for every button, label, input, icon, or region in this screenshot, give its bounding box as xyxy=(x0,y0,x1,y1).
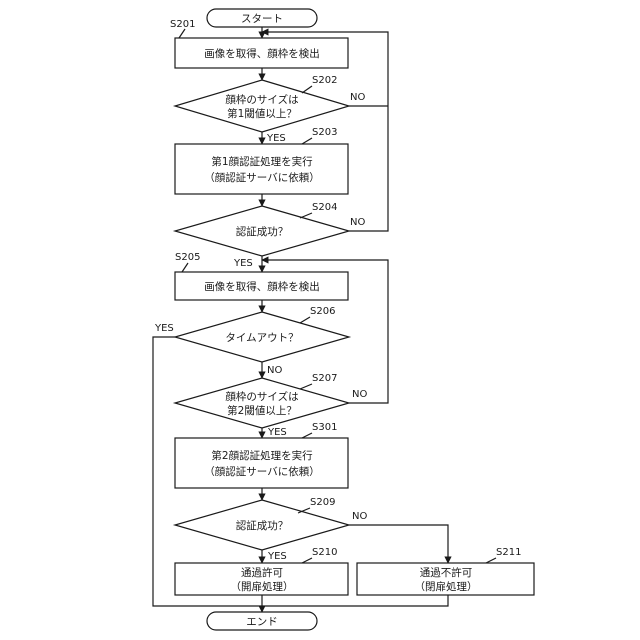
decision-s204-text: 認証成功？ xyxy=(236,225,289,238)
step-s203: 第1顔認証処理を実行 （顔認証サーバに依頼） xyxy=(175,144,348,194)
leader-s204 xyxy=(300,213,312,218)
step-id-s203: S203 xyxy=(312,127,337,138)
leader-s301 xyxy=(302,433,312,438)
step-id-s209: S209 xyxy=(310,497,335,508)
decision-s204: 認証成功？ xyxy=(175,206,349,256)
leader-s203 xyxy=(302,138,312,144)
decision-s202-line2: 第1閾値以上？ xyxy=(227,107,297,120)
step-s205: 画像を取得、顔枠を検出 xyxy=(175,272,348,300)
step-id-s207: S207 xyxy=(312,373,337,384)
step-id-s204: S204 xyxy=(312,202,337,213)
step-s211-line2: （閉扉処理） xyxy=(415,580,478,593)
start-terminal: スタート xyxy=(207,9,317,27)
decision-s202: 顔枠のサイズは 第1閾値以上？ xyxy=(175,80,349,132)
branch-s202-yes: YES xyxy=(266,133,286,144)
branch-s206-yes: YES xyxy=(154,323,174,334)
step-s203-line1: 第1顔認証処理を実行 xyxy=(211,155,313,168)
step-s203-line2: （顔認証サーバに依頼） xyxy=(204,171,319,184)
leader-s206 xyxy=(300,317,310,323)
start-label: スタート xyxy=(241,13,283,25)
leader-s205 xyxy=(182,263,188,272)
step-s211-line1: 通過不許可 xyxy=(420,566,473,579)
step-s210-line2: （開扉処理） xyxy=(231,580,294,593)
step-s205-text: 画像を取得、顔枠を検出 xyxy=(204,280,320,293)
edge-s211-end xyxy=(262,595,448,606)
step-s210-line1: 通過許可 xyxy=(241,566,283,579)
decision-s202-line1: 顔枠のサイズは xyxy=(225,93,298,106)
branch-s207-no: NO xyxy=(352,389,367,400)
step-s201-text: 画像を取得、顔枠を検出 xyxy=(204,47,320,60)
step-s301-line1: 第2顔認証処理を実行 xyxy=(211,449,313,462)
leader-s202 xyxy=(302,86,312,93)
step-id-s205: S205 xyxy=(175,252,200,263)
leader-s207 xyxy=(300,384,312,389)
step-id-s202: S202 xyxy=(312,75,337,86)
step-s301-line2: （顔認証サーバに依頼） xyxy=(204,465,319,478)
end-terminal: エンド xyxy=(207,612,317,630)
branch-s207-yes: YES xyxy=(267,427,287,438)
decision-s207-line2: 第2閾値以上？ xyxy=(227,404,297,417)
step-s211: 通過不許可 （閉扉処理） xyxy=(357,563,534,595)
decision-s206-text: タイムアウト？ xyxy=(225,332,298,344)
branch-s204-yes: YES xyxy=(233,258,253,269)
step-id-s210: S210 xyxy=(312,547,337,558)
branch-s202-no: NO xyxy=(350,92,365,103)
leader-s211 xyxy=(486,558,496,563)
decision-s207: 顔枠のサイズは 第2閾値以上？ xyxy=(175,378,349,428)
step-s201: 画像を取得、顔枠を検出 xyxy=(175,38,348,68)
branch-s209-no: NO xyxy=(352,511,367,522)
decision-s209-text: 認証成功？ xyxy=(236,519,289,532)
leader-s210 xyxy=(302,558,312,563)
step-id-s201: S201 xyxy=(170,19,195,30)
edge-s204-no xyxy=(349,106,388,231)
decision-s207-line1: 顔枠のサイズは xyxy=(225,390,298,403)
edge-s209-no xyxy=(349,525,448,563)
end-label: エンド xyxy=(246,616,278,628)
decision-s206: タイムアウト？ xyxy=(175,312,349,362)
step-id-s211: S211 xyxy=(496,547,521,558)
leader-s201 xyxy=(179,29,185,38)
branch-s206-no: NO xyxy=(267,365,282,376)
branch-s204-no: NO xyxy=(350,217,365,228)
branch-s209-yes: YES xyxy=(267,551,287,562)
step-s301: 第2顔認証処理を実行 （顔認証サーバに依頼） xyxy=(175,438,348,488)
step-s210: 通過許可 （開扉処理） xyxy=(175,563,348,595)
step-id-s206: S206 xyxy=(310,306,335,317)
step-id-s301: S301 xyxy=(312,422,337,433)
